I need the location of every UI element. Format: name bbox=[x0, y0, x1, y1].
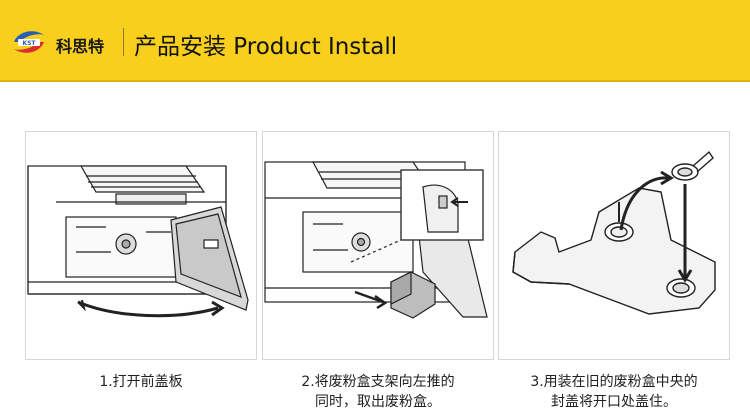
step-2-caption: 2.将废粉盒支架向左推的 同时，取出废粉盒。 bbox=[260, 372, 496, 412]
page-title: 产品安装 Product Install bbox=[134, 34, 398, 60]
step-3-caption: 3.用装在旧的废粉盒中央的 封盖将开口处盖住。 bbox=[496, 372, 732, 412]
brand-name: 科思特 bbox=[56, 37, 105, 56]
cap-waste-toner-box-illustration bbox=[512, 150, 716, 315]
step-3-caption-line-1: 3.用装在旧的废粉盒中央的 bbox=[530, 374, 698, 390]
step-1-caption-line: 1.打开前盖板 bbox=[99, 374, 183, 390]
step-3-caption-line-2: 封盖将开口处盖住。 bbox=[551, 394, 677, 410]
remove-waste-toner-box-illustration bbox=[264, 161, 488, 319]
step-1-image bbox=[25, 131, 257, 360]
step-2-caption-line-2: 同时，取出废粉盒。 bbox=[315, 394, 441, 410]
header-divider bbox=[123, 28, 124, 56]
page-header: KST 科思特 产品安装 Product Install bbox=[0, 0, 750, 80]
printer-open-front-cover-illustration bbox=[27, 165, 249, 318]
step-2-image bbox=[262, 131, 494, 360]
step-2-caption-line-1: 2.将废粉盒支架向左推的 bbox=[301, 374, 455, 390]
header-divider-line bbox=[0, 80, 750, 82]
logo-text: KST bbox=[22, 40, 36, 47]
step-1-caption: 1.打开前盖板 bbox=[23, 372, 259, 392]
step-3-image bbox=[498, 131, 730, 360]
kst-logo-icon: KST bbox=[14, 31, 44, 53]
